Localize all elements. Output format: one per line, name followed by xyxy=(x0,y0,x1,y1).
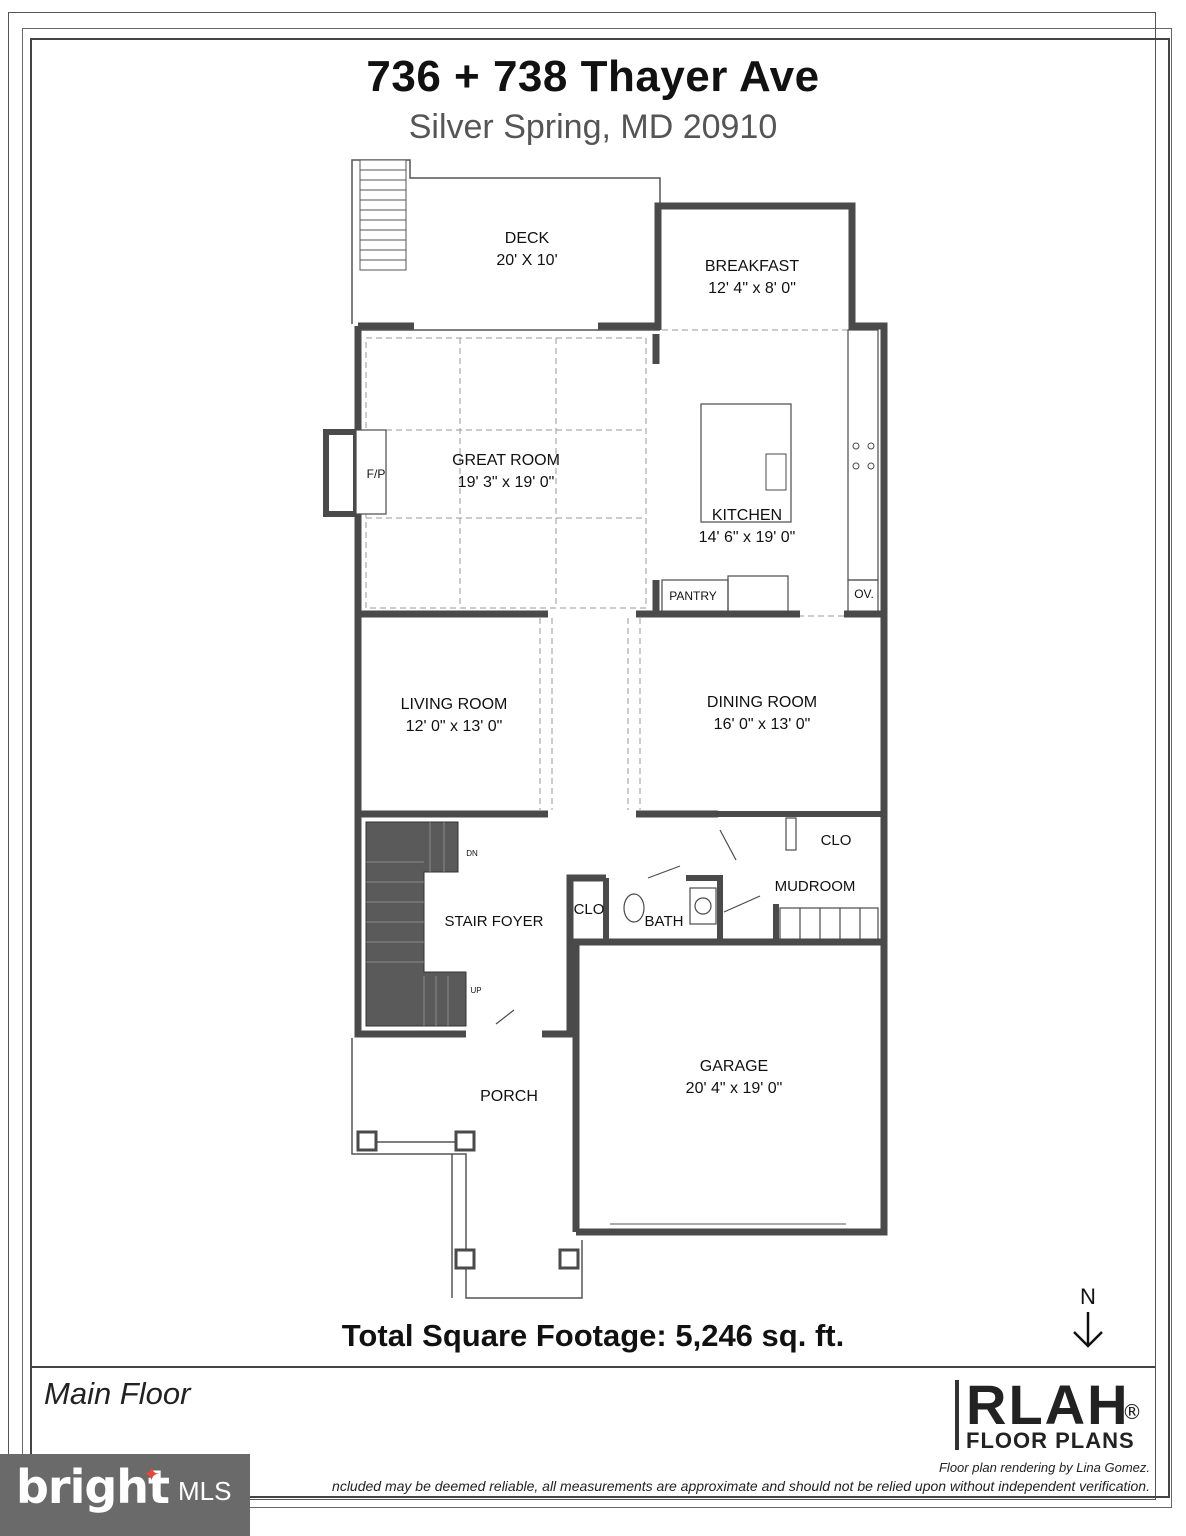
pantry-label: PANTRY xyxy=(669,589,717,603)
registered-mark: ® xyxy=(1122,1400,1142,1424)
fireplace-label: F/P xyxy=(367,467,386,481)
porch-label: PORCH xyxy=(480,1088,538,1105)
total-square-footage: Total Square Footage: 5,246 sq. ft. xyxy=(341,1318,845,1353)
porch-outline xyxy=(351,1038,583,1299)
garage-size: 20' 4" x 19' 0" xyxy=(686,1080,783,1097)
address-title: 736 + 738 Thayer Ave xyxy=(366,52,820,101)
kitchen-label: KITCHEN xyxy=(712,507,782,524)
living-room-label: LIVING ROOM xyxy=(401,696,508,713)
floor-name: Main Floor xyxy=(44,1376,191,1411)
great-room-label: GREAT ROOM xyxy=(452,452,560,469)
mls-brand: bright xyxy=(16,1460,170,1514)
stair-down-label: DN xyxy=(466,849,478,858)
oven-label: OV. xyxy=(854,587,874,601)
north-arrow-icon xyxy=(1073,1312,1103,1348)
footer-divider xyxy=(30,1366,1155,1368)
breakfast-label: BREAKFAST xyxy=(705,258,799,275)
frame-back xyxy=(22,28,1172,1508)
deck-size: 20' X 10' xyxy=(496,252,557,269)
fixtures xyxy=(495,817,879,1025)
bath-label: BATH xyxy=(645,913,684,930)
mudroom-closet-label: CLO xyxy=(821,832,852,849)
logo-subtitle: FLOOR PLANS xyxy=(966,1428,1135,1453)
exterior-walls xyxy=(354,202,888,1236)
frame-inner xyxy=(30,38,1170,1498)
dashed-lines xyxy=(365,329,848,810)
foyer-closet-label: CLO xyxy=(574,901,605,918)
north-label: N xyxy=(1080,1284,1096,1309)
dining-room-size: 16' 0" x 13' 0" xyxy=(714,716,811,733)
main-stairs xyxy=(365,821,467,1027)
disclaimer: ncluded may be deemed reliable, all meas… xyxy=(332,1478,1150,1494)
dining-room-label: DINING ROOM xyxy=(707,694,817,711)
porch-posts xyxy=(356,1130,580,1270)
bath-mudroom-walls xyxy=(576,811,884,940)
great-room-size: 19' 3" x 19' 0" xyxy=(458,474,555,491)
kitchen-size: 14' 6" x 19' 0" xyxy=(699,529,796,546)
mls-suffix: MLS xyxy=(178,1476,232,1506)
mudroom-label: MUDROOM xyxy=(775,878,856,895)
living-room-size: 12' 0" x 13' 0" xyxy=(406,718,503,735)
star-icon: ✦ xyxy=(143,1462,160,1486)
rlah-logo: RLAH xyxy=(966,1373,1130,1436)
stair-up-label: UP xyxy=(470,986,481,995)
mls-watermark xyxy=(0,1454,250,1536)
kitchen-walls xyxy=(652,329,879,614)
frame-outer xyxy=(8,12,1156,1500)
rendering-credit: Floor plan rendering by Lina Gomez. xyxy=(938,1460,1150,1475)
city-subtitle: Silver Spring, MD 20910 xyxy=(408,108,778,146)
garage-label: GARAGE xyxy=(700,1058,768,1075)
fireplace xyxy=(323,429,387,517)
deck-stairs xyxy=(359,159,407,271)
stair-foyer-label: STAIR FOYER xyxy=(445,913,544,930)
deck-label: DECK xyxy=(505,230,550,247)
breakfast-size: 12' 4" x 8' 0" xyxy=(708,280,796,297)
logo-bar xyxy=(955,1380,959,1450)
